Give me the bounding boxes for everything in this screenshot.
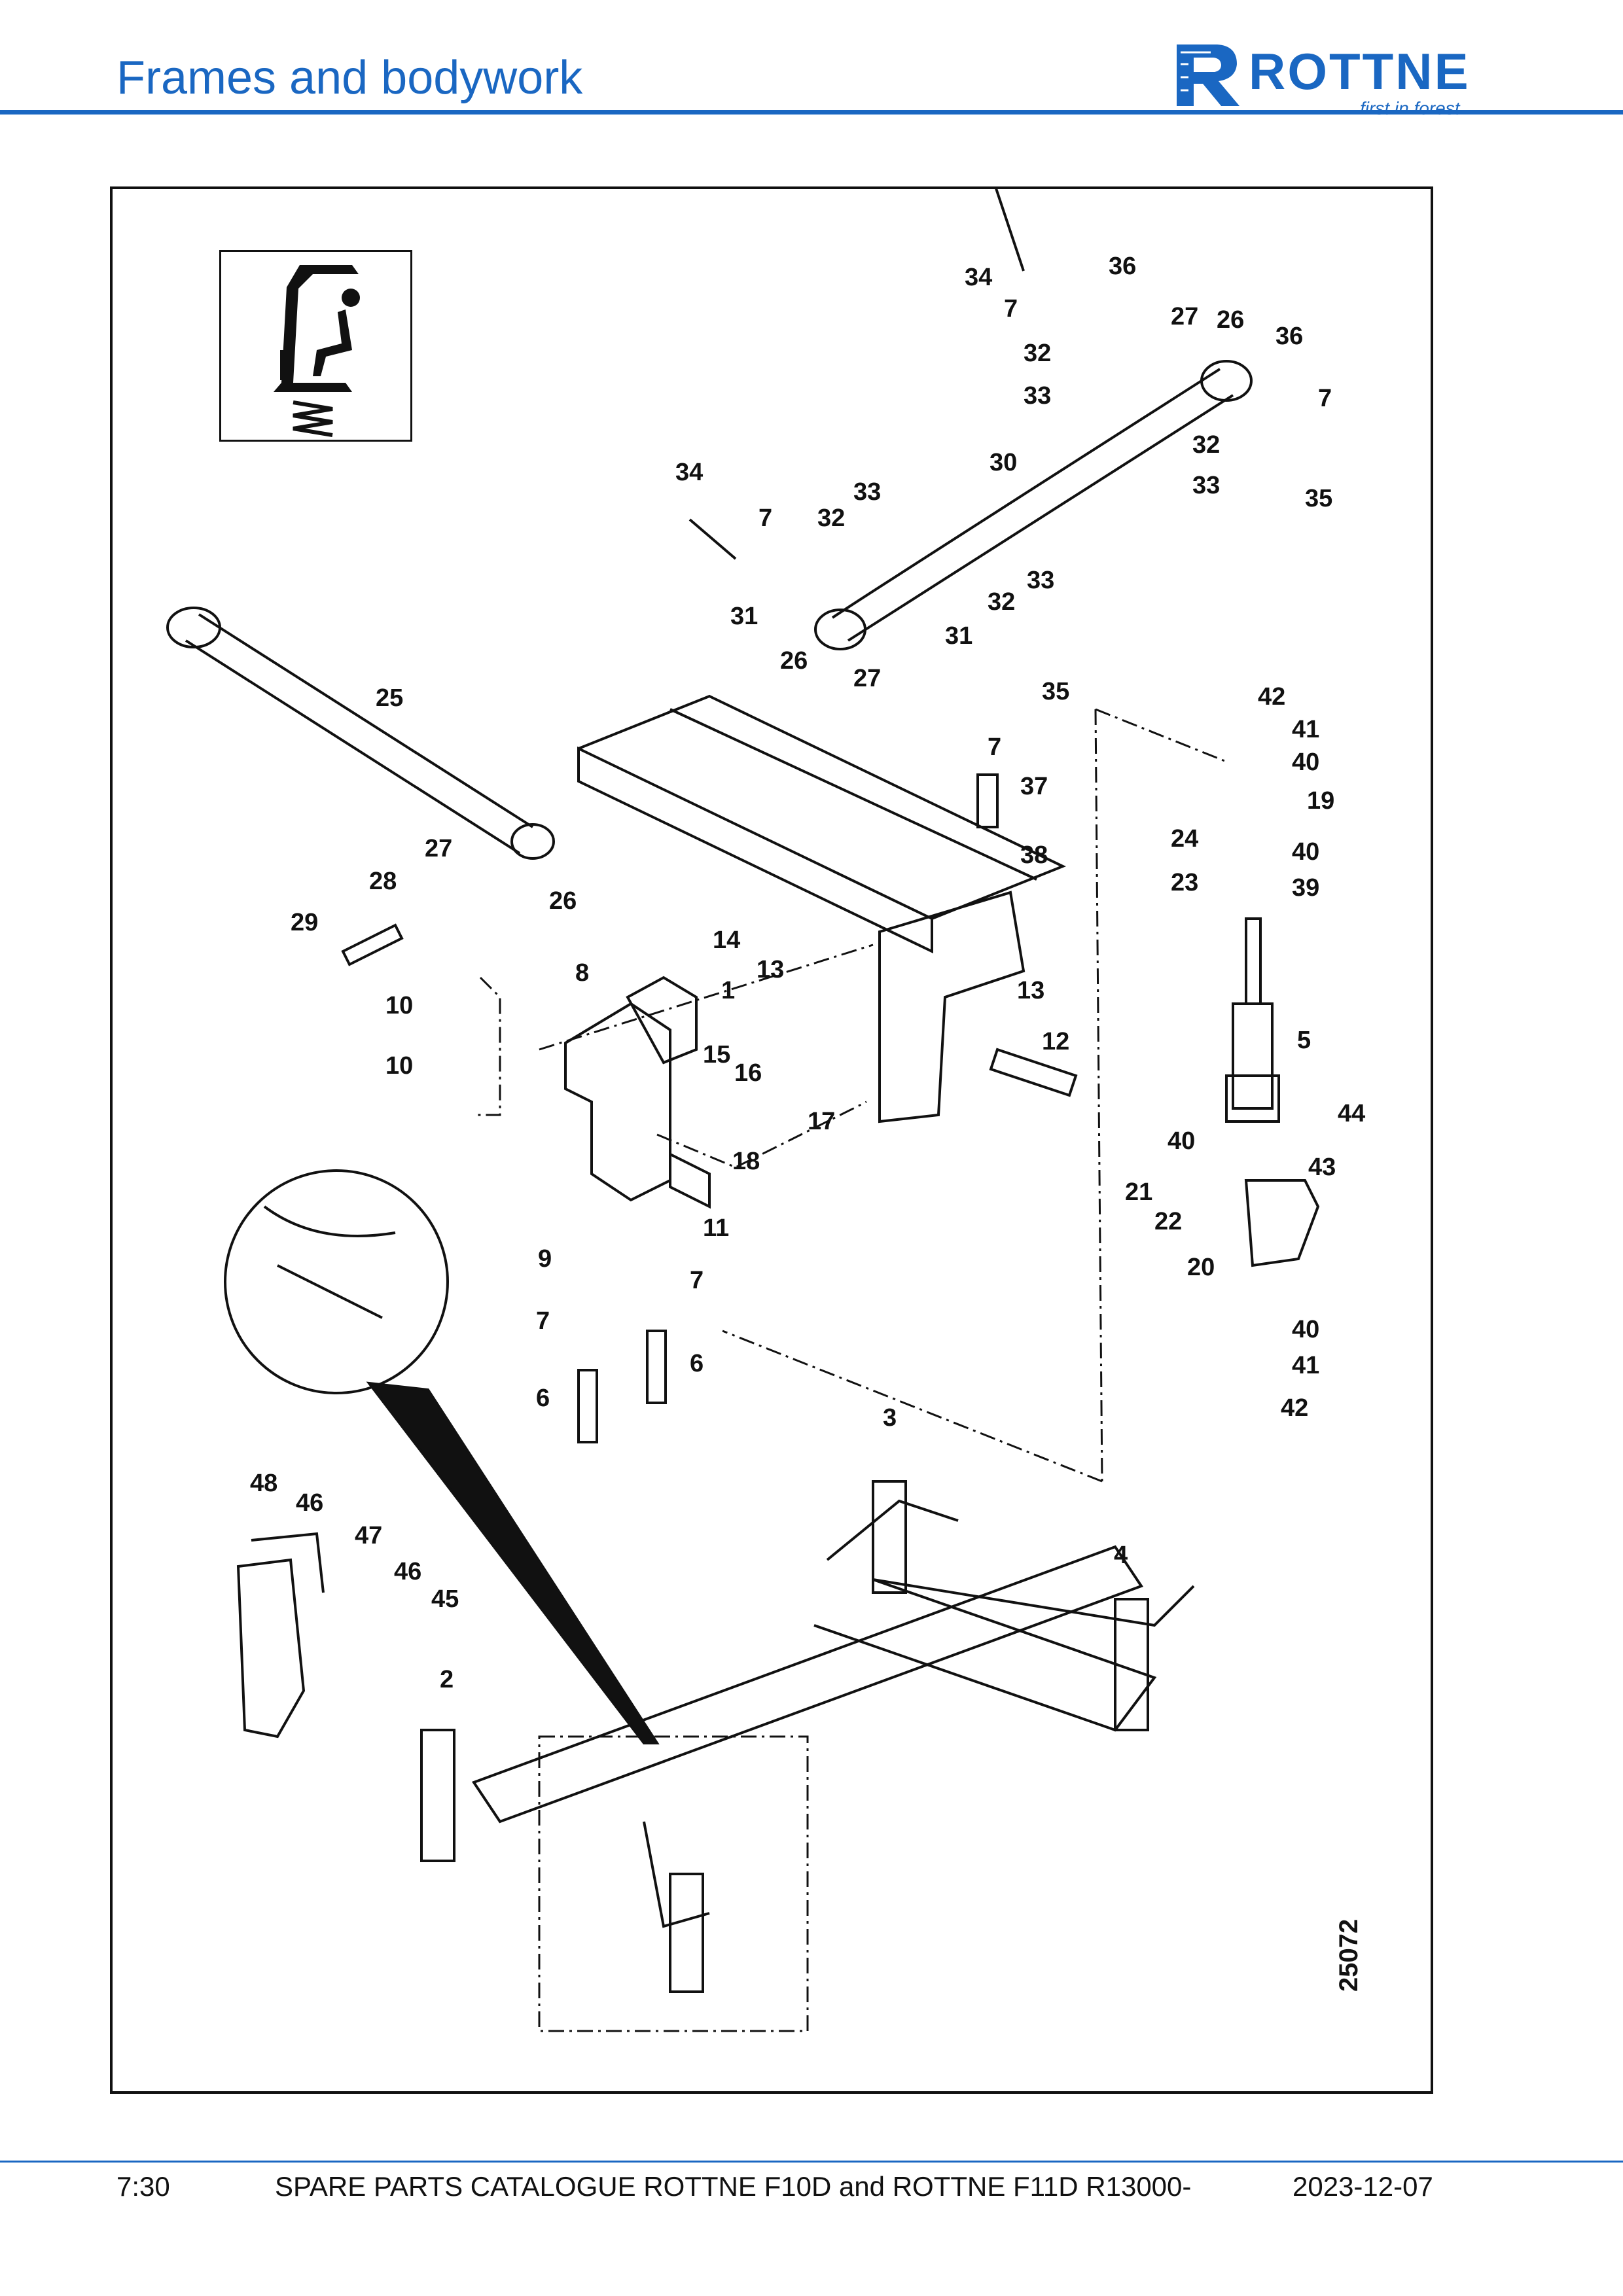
callout-33: 33 [1192,472,1220,499]
callout-20: 20 [1187,1254,1215,1281]
callout-35: 35 [1042,678,1069,705]
rottne-logo: ROTTNE first in forest [1171,38,1512,118]
callout-47: 47 [355,1522,382,1549]
callout-46: 46 [394,1558,421,1585]
callout-31: 31 [730,603,758,630]
callout-22: 22 [1154,1208,1182,1235]
callout-2: 2 [440,1666,454,1693]
callout-14: 14 [713,927,740,954]
callout-42: 42 [1281,1394,1308,1422]
callout-27: 27 [425,835,452,862]
seat-icon [274,265,360,437]
callout-27: 27 [1171,303,1198,330]
callout-15: 15 [703,1041,730,1069]
callout-46: 46 [296,1489,323,1517]
callout-33: 33 [853,478,881,506]
callout-42: 42 [1258,683,1285,711]
callout-36: 36 [1275,323,1303,350]
catalogue-title: SPARE PARTS CATALOGUE ROTTNE F10D and RO… [275,2171,1192,2202]
callout-29: 29 [291,909,318,936]
callout-23: 23 [1171,869,1198,896]
callout-7: 7 [988,733,1001,761]
callout-40: 40 [1292,1316,1319,1343]
exploded-parts-diagram: 34 7 36 27 26 36 32 33 7 32 33 35 30 34 … [110,186,1433,2094]
callout-9: 9 [538,1245,552,1273]
callout-34: 34 [965,264,992,291]
callout-17: 17 [808,1108,835,1135]
callout-32: 32 [1024,340,1051,367]
callout-6: 6 [536,1385,550,1412]
callout-7: 7 [690,1267,704,1294]
callout-26: 26 [780,647,808,675]
publication-date: 2023-12-07 [1293,2171,1433,2202]
callout-33: 33 [1027,567,1054,594]
seat-suspension-symbol [219,250,412,442]
callout-28: 28 [369,868,397,895]
callout-43: 43 [1308,1154,1336,1181]
callout-44: 44 [1338,1100,1365,1127]
callout-48: 48 [250,1470,277,1497]
callout-33: 33 [1024,382,1051,410]
callout-35: 35 [1305,485,1332,512]
page-number: 7:30 [116,2171,170,2202]
callout-40: 40 [1292,838,1319,866]
rottne-r-icon [1177,44,1240,106]
callout-19: 19 [1307,787,1334,815]
callout-13: 13 [757,956,784,983]
callout-11: 11 [703,1214,729,1242]
drawing-number: 25072 [1334,1919,1363,1992]
callout-7: 7 [1318,385,1332,412]
header-divider [0,110,1623,115]
callout-21: 21 [1125,1178,1152,1206]
callout-3: 3 [883,1404,897,1432]
callout-27: 27 [853,665,881,692]
callout-24: 24 [1171,825,1198,853]
reference-lines [474,708,1227,2032]
callout-31: 31 [945,622,972,650]
callout-32: 32 [817,504,845,532]
callout-41: 41 [1292,1352,1319,1379]
page-title: Frames and bodywork [116,52,583,104]
callout-7: 7 [1004,295,1018,323]
callout-30: 30 [990,449,1017,476]
callout-10: 10 [385,1052,413,1080]
callout-1: 1 [721,977,735,1004]
callout-8: 8 [575,959,589,987]
brand-tagline: first in forest [1360,98,1460,118]
callout-32: 32 [988,588,1015,616]
callout-25: 25 [376,684,403,712]
callout-4: 4 [1114,1542,1128,1569]
callout-16: 16 [734,1059,762,1087]
drawing-linework [166,189,1320,1993]
callout-7: 7 [758,504,772,532]
callout-26: 26 [1217,306,1244,334]
footer-divider [0,2161,1623,2163]
callout-41: 41 [1292,716,1319,743]
callout-37: 37 [1020,773,1048,800]
parts-drawing: 34 7 36 27 26 36 32 33 7 32 33 35 30 34 … [166,189,1365,2032]
callout-18: 18 [732,1148,760,1175]
callout-7: 7 [536,1307,550,1335]
brand-name: ROTTNE [1249,43,1471,100]
callout-39: 39 [1292,874,1319,902]
callout-40: 40 [1292,749,1319,776]
callout-26: 26 [549,887,577,915]
callout-36: 36 [1109,253,1136,280]
callout-6: 6 [690,1350,704,1377]
callout-45: 45 [431,1585,459,1613]
callout-34: 34 [675,459,703,486]
callout-32: 32 [1192,431,1220,459]
callout-12: 12 [1042,1028,1069,1055]
callout-labels: 34 7 36 27 26 36 32 33 7 32 33 35 30 34 … [250,253,1365,1992]
callout-5: 5 [1297,1027,1311,1054]
callout-38: 38 [1020,841,1048,869]
callout-13: 13 [1017,977,1044,1004]
callout-10: 10 [385,992,413,1019]
callout-40: 40 [1168,1127,1195,1155]
